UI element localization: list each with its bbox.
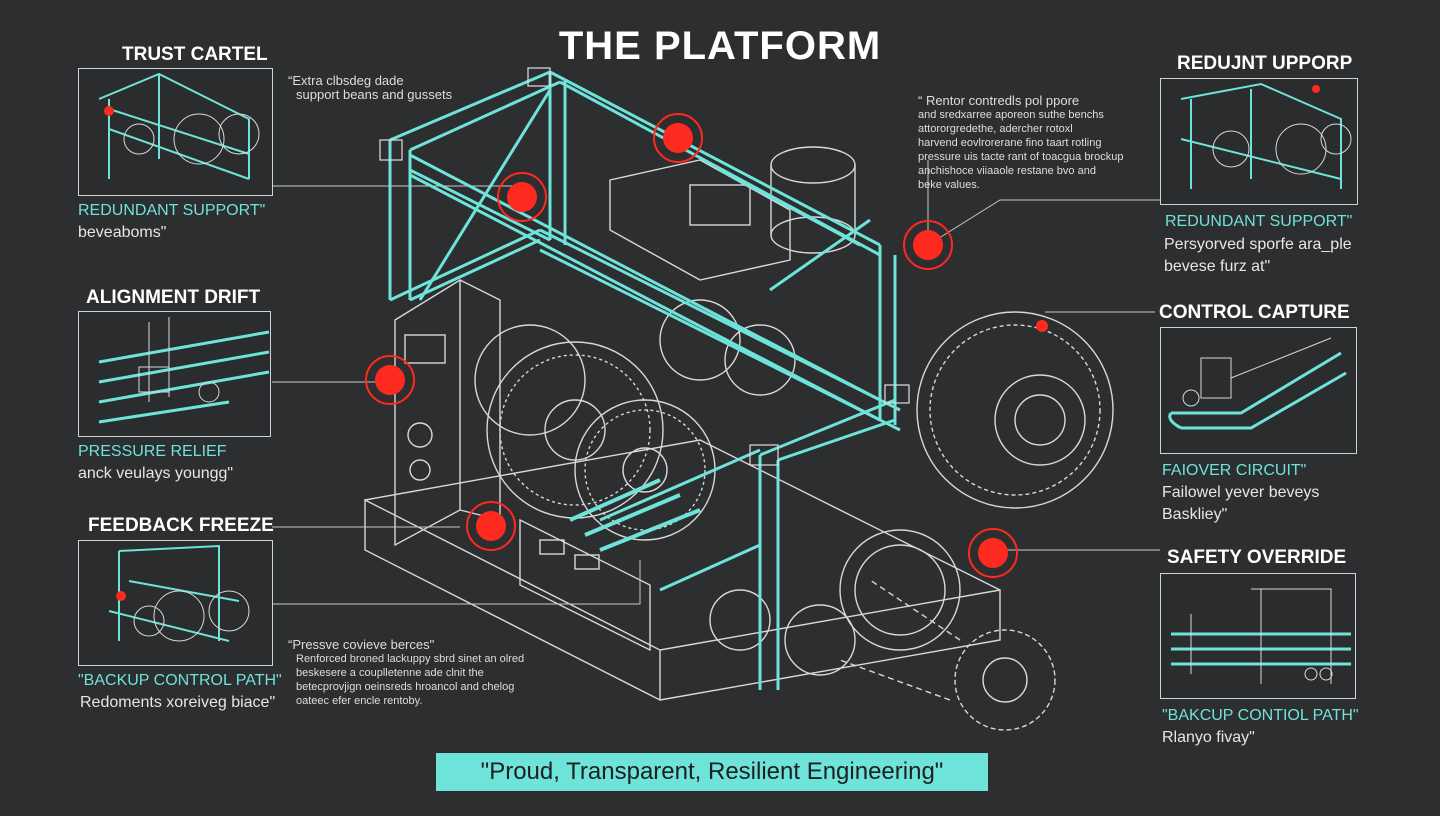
marker-6 <box>968 528 1018 578</box>
tagline-banner: "Proud, Transparent, Resilient Engineeri… <box>436 753 988 791</box>
thumbnail-redujnt-upporp <box>1160 78 1358 205</box>
leader-lines <box>272 160 1160 605</box>
marker-7 <box>1036 320 1048 332</box>
caption-beveaboms: beveaboms" <box>78 224 167 241</box>
top-cylinder <box>770 146 856 184</box>
note-top-right: “ Rentor contredls pol ppore and sredxar… <box>918 93 1124 192</box>
thumbnail-safety-override <box>1160 573 1356 699</box>
caption-redundant-support: REDUNDANT SUPPORT" <box>78 202 266 219</box>
thumbnail-alignment-drift <box>78 311 271 437</box>
caption-redoments: Redoments xoreiveg biace" <box>80 694 276 711</box>
panel-title-feedback-freeze: FEEDBACK FREEZE <box>88 515 274 536</box>
front-motor <box>839 529 961 651</box>
thumbnail-control-capture <box>1160 327 1357 454</box>
caption-backup-control-path: "BACKUP CONTROL PATH" <box>78 672 282 689</box>
right-disk <box>916 311 1114 509</box>
control-cabinet <box>394 278 461 547</box>
caption-bevese-furz: bevese furz at" <box>1164 258 1271 275</box>
marker-2 <box>497 172 547 222</box>
caption-bakcup-contiol-path: "BAKCUP CONTIOL PATH" <box>1162 707 1359 724</box>
marker-5 <box>466 501 516 551</box>
panel-title-safety-override: SAFETY OVERRIDE <box>1167 547 1347 568</box>
page-title: THE PLATFORM <box>558 24 882 68</box>
caption-failowel: Failowel yever beveys <box>1162 484 1320 501</box>
top-control-box <box>609 159 791 281</box>
panel-title-control-capture: CONTROL CAPTURE <box>1159 302 1350 323</box>
panel-title-trust-cartel: TRUST CARTEL <box>122 44 268 65</box>
thumbnail-feedback-freeze <box>78 540 273 666</box>
marker-4 <box>365 355 415 405</box>
caption-rlanyo-fivay: Rlanyo fivay" <box>1162 729 1255 746</box>
caption-persyorved: Persyorved sporfe ara_ple <box>1164 236 1352 253</box>
marker-1 <box>653 113 703 163</box>
marker-3 <box>903 220 953 270</box>
caption-right-redundant-support: REDUNDANT SUPPORT" <box>1165 213 1353 230</box>
frame <box>388 70 561 300</box>
note-top-left: “Extra clbsdeg dade support beans and gu… <box>288 73 453 102</box>
panel-title-alignment-drift: ALIGNMENT DRIFT <box>86 287 261 308</box>
thumbnail-trust-cartel <box>78 68 273 196</box>
panel-title-redujnt-upporp: REDUJNT UPPORP <box>1177 53 1353 74</box>
caption-anck-veulays: anck veulays youngg" <box>78 465 234 482</box>
note-bottom: “Pressve covieve berces" Renforced brone… <box>288 637 525 708</box>
caption-baskliey: Baskliey" <box>1162 506 1228 523</box>
caption-faiover-circuit: FAIOVER CIRCUIT" <box>1162 462 1307 479</box>
red-markers <box>365 113 1048 578</box>
caption-pressure-relief: PRESSURE RELIEF <box>78 443 227 460</box>
detached-gear <box>954 629 1056 731</box>
